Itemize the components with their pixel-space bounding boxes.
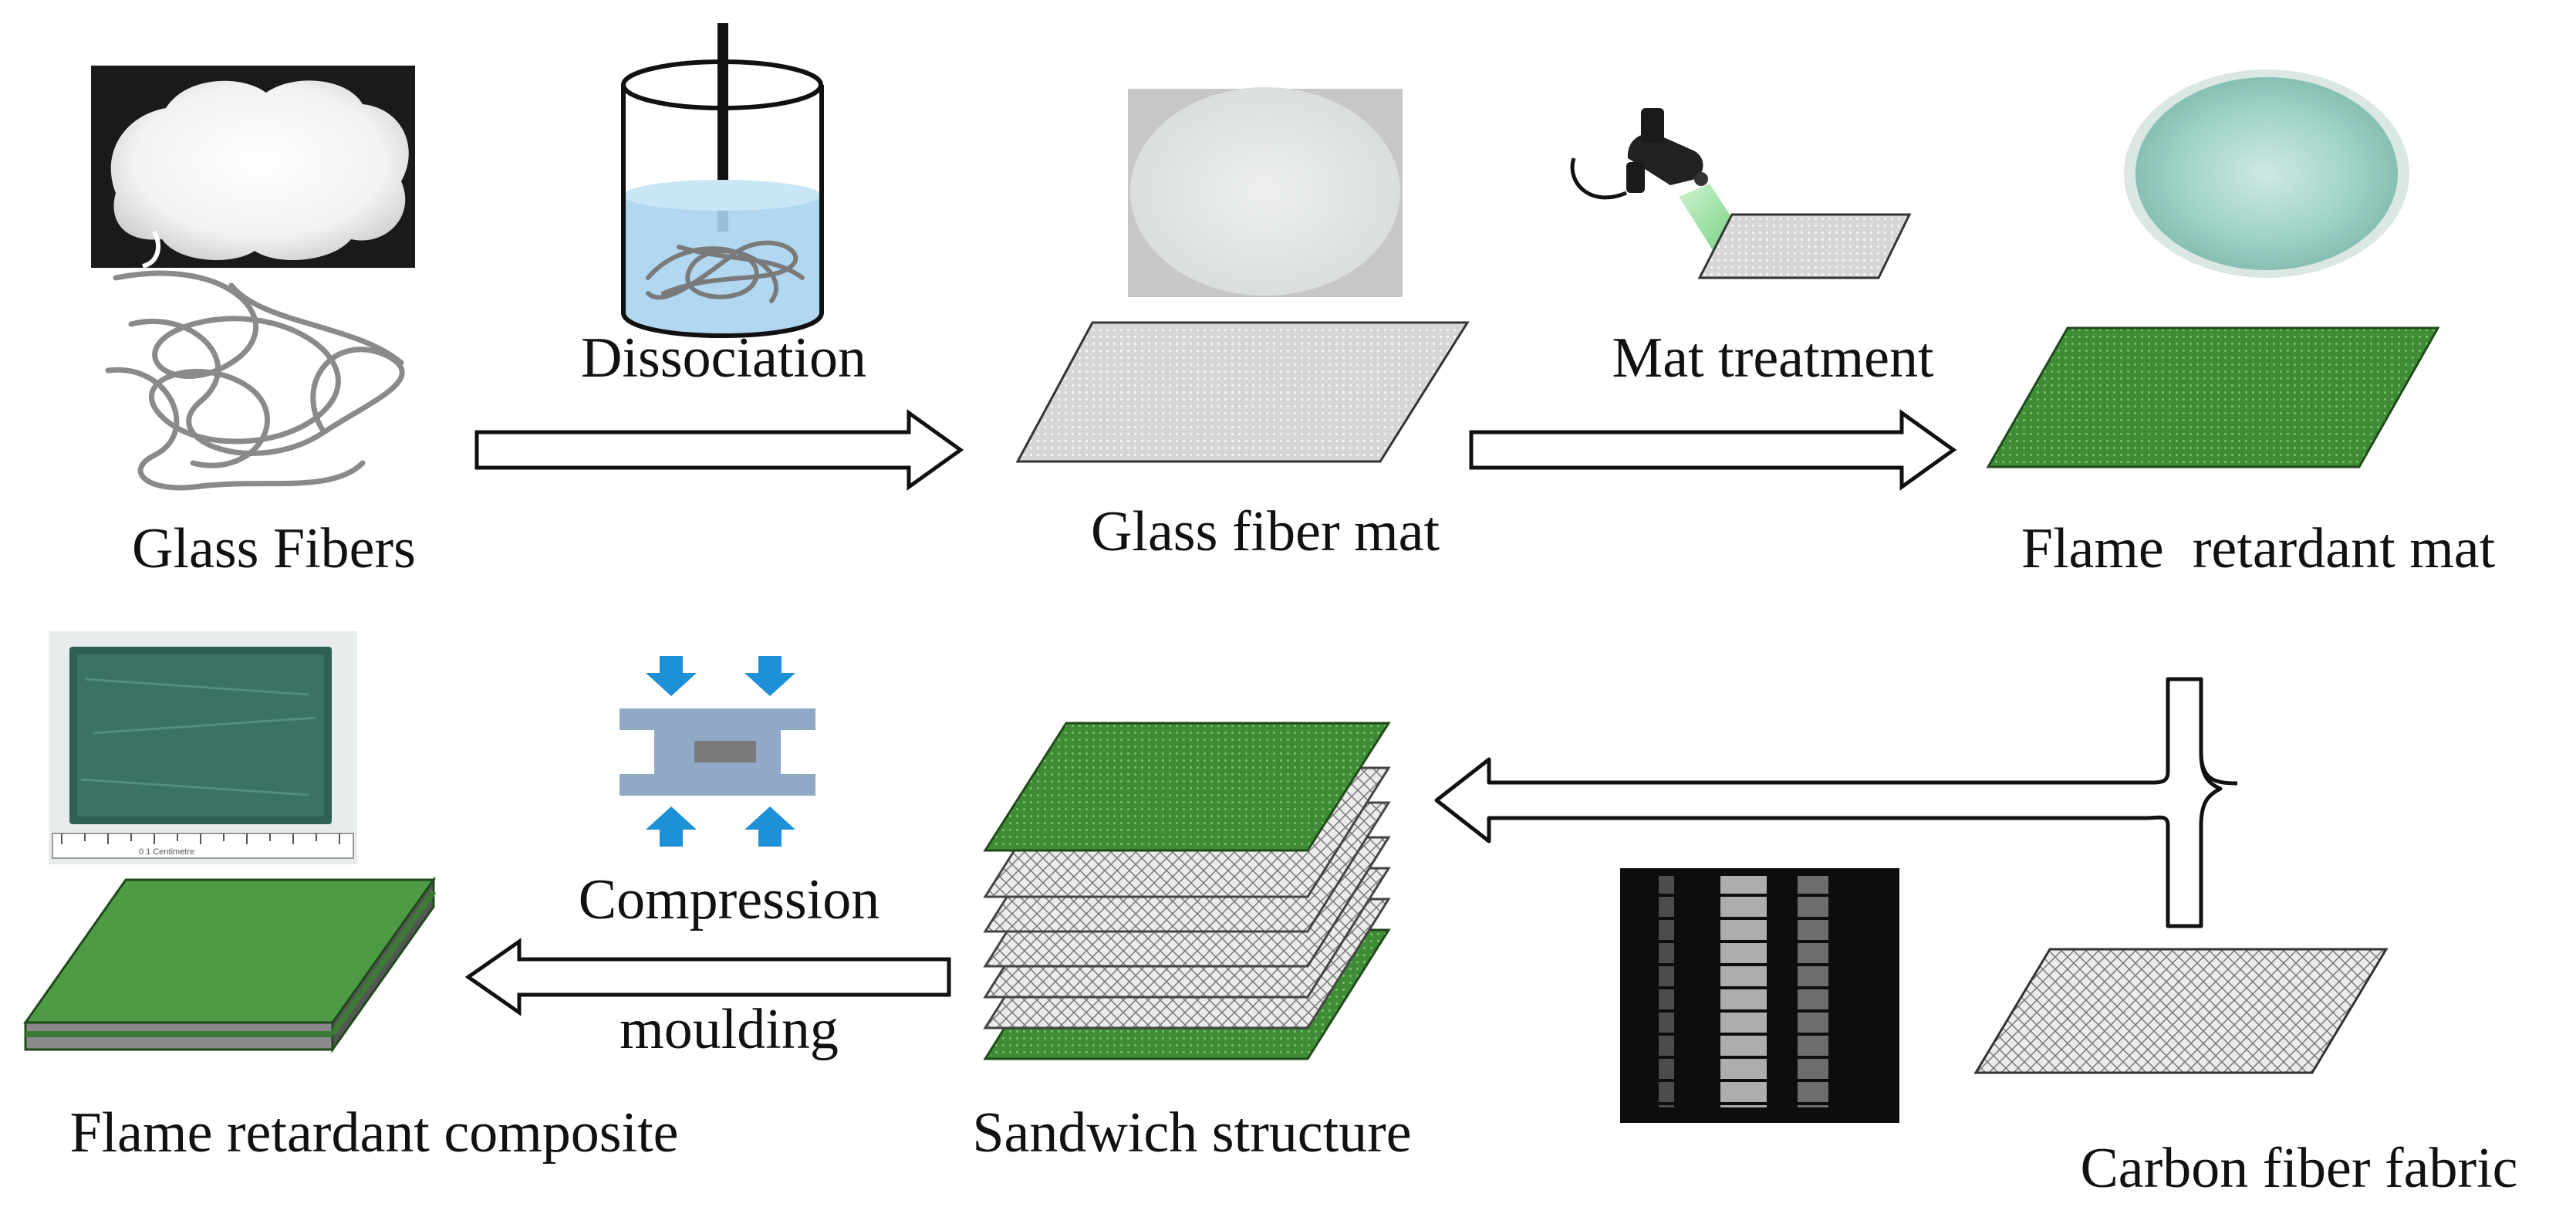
label-carbon-fiber-fabric: Carbon fiber fabric [2080, 1137, 2517, 1200]
composite-block [23, 876, 437, 1053]
glass-fiber-mat-sheet [1015, 321, 1470, 463]
beaker-icon [621, 23, 824, 338]
label-flame-retardant-mat: Flame retardant mat [2021, 517, 2496, 580]
small-mat-sheet [1697, 213, 1912, 279]
merge-arrow-outline [1434, 677, 2223, 928]
label-glass-fibers: Glass Fibers [132, 517, 416, 580]
sandwich-layer-green-top [983, 722, 1391, 852]
tangled-fibers-icon [105, 270, 405, 491]
label-moulding: moulding [620, 998, 839, 1061]
sandwich-stack [983, 722, 1391, 1060]
arrow-sandwich-to-composite [464, 938, 951, 1016]
label-dissociation: Dissociation [581, 326, 866, 390]
arrow-dissociation-to-mat [474, 409, 964, 491]
label-mat-treatment: Mat treatment [1612, 326, 1934, 390]
press-icon [620, 656, 815, 847]
flame-retardant-mat-photo [2124, 69, 2409, 278]
carbon-fiber-fabric-photo [1620, 868, 1899, 1123]
flame-retardant-mat-sheet [1986, 326, 2440, 468]
arrow-treatment-to-flame-mat [1469, 409, 1957, 491]
composite-photo: 0 1 Centimetre [49, 631, 357, 864]
label-sandwich-structure: Sandwich structure [972, 1101, 1411, 1165]
label-glass-fiber-mat: Glass fiber mat [1091, 500, 1440, 563]
label-compression: Compression [579, 868, 880, 931]
label-flame-retardant-composite: Flame retardant composite [69, 1101, 678, 1165]
ruler-text: 0 1 Centimetre [139, 847, 194, 857]
carbon-fiber-fabric-sheet [1973, 948, 2389, 1074]
glass-fibers-photo [91, 66, 415, 269]
glass-fiber-mat-photo [1128, 87, 1403, 297]
